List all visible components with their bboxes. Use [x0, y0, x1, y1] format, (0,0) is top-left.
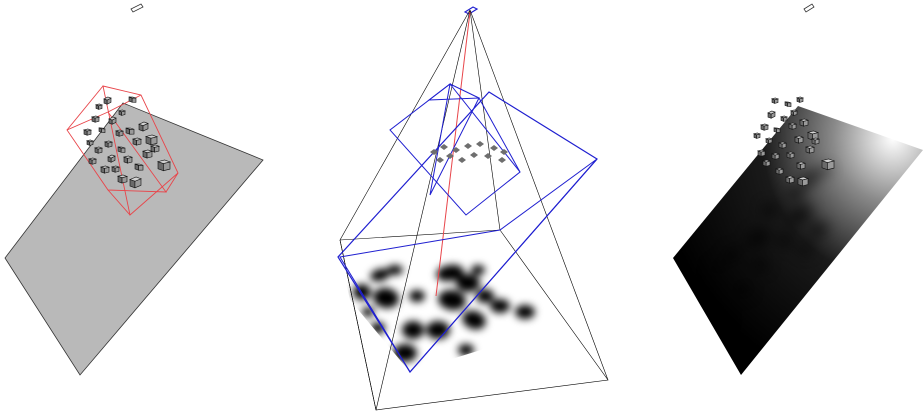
cube: [158, 160, 170, 171]
cube-shadow: [470, 152, 478, 158]
cube: [789, 123, 796, 129]
cube: [761, 124, 768, 130]
cube: [108, 155, 115, 162]
cube-shadow: [476, 141, 484, 147]
cube: [772, 98, 778, 103]
cube-shadow: [464, 143, 472, 149]
area-light-icon: [804, 4, 814, 12]
cube: [763, 160, 770, 166]
cube: [124, 156, 132, 163]
cube: [146, 135, 157, 145]
cube: [130, 177, 141, 188]
cube: [126, 128, 134, 134]
cube: [118, 147, 125, 152]
cube: [87, 140, 93, 145]
cube: [774, 128, 780, 133]
cube: [822, 159, 834, 170]
cube: [786, 176, 794, 183]
cube: [795, 136, 803, 143]
cube: [96, 104, 102, 109]
cube: [768, 111, 775, 118]
cube: [812, 138, 819, 144]
cube: [781, 116, 787, 121]
cube: [766, 138, 772, 143]
cube-shadow: [498, 157, 506, 163]
cube: [133, 138, 141, 145]
panel-shadow-projection: [338, 7, 608, 410]
cube: [139, 122, 148, 131]
blurred-shadow-map: [353, 263, 535, 362]
cube: [143, 150, 152, 158]
cube: [109, 117, 116, 124]
cube: [84, 129, 91, 135]
cube: [797, 162, 805, 169]
cube-shadow: [458, 157, 466, 163]
rendered-ground: [673, 106, 923, 375]
cube: [99, 128, 105, 133]
cube: [135, 164, 143, 170]
cube: [758, 150, 765, 156]
cube: [118, 175, 127, 183]
cube: [129, 97, 136, 102]
cube: [779, 142, 786, 148]
cube: [92, 116, 99, 122]
cube: [89, 158, 96, 164]
cube-shadow: [484, 153, 492, 159]
cube: [119, 110, 125, 115]
cube: [105, 141, 112, 147]
light-ray: [436, 12, 470, 296]
cube: [806, 146, 814, 153]
cube: [785, 102, 791, 107]
cube: [104, 97, 111, 104]
cube: [800, 119, 808, 126]
cube: [151, 145, 159, 152]
cube: [754, 133, 760, 138]
panel-rendered-result: [673, 4, 923, 375]
cube: [772, 153, 779, 159]
cube: [776, 168, 783, 174]
cube: [95, 147, 102, 153]
cube: [787, 152, 794, 158]
cube: [101, 166, 109, 173]
cube: [112, 166, 119, 172]
cube-shadow: [490, 145, 498, 151]
panel-scene-setup: [5, 4, 263, 375]
cube: [798, 177, 808, 186]
area-light-icon: [131, 4, 143, 12]
cube: [797, 97, 803, 102]
cube-shadow: [500, 149, 508, 155]
cube: [791, 110, 797, 115]
cube: [116, 130, 123, 136]
cube-shadow: [436, 157, 444, 163]
